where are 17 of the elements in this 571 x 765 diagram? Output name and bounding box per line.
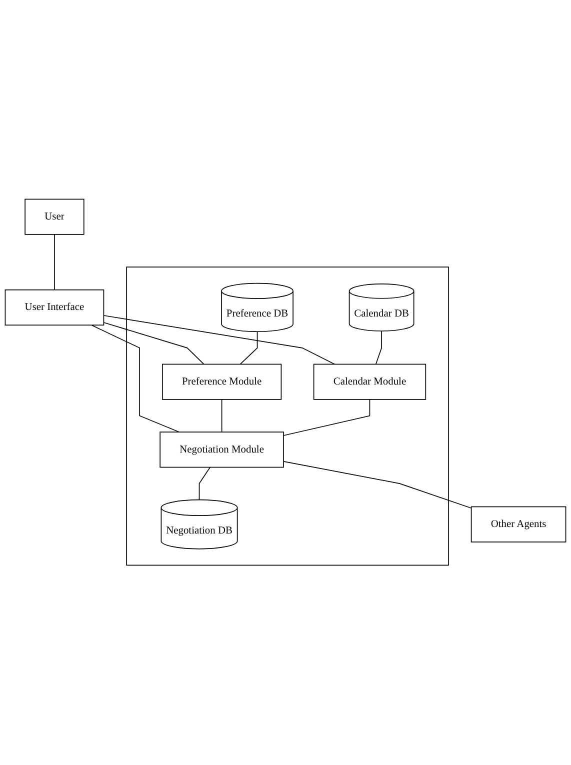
node-box: Negotiation Module	[160, 432, 284, 468]
connector	[240, 331, 258, 365]
connector	[103, 315, 336, 365]
node-box: User	[24, 199, 84, 236]
connector	[221, 399, 222, 433]
connector	[103, 322, 204, 365]
connector	[54, 234, 55, 291]
connector	[91, 324, 180, 433]
connector	[375, 330, 382, 365]
connector	[283, 461, 472, 509]
connector	[283, 399, 370, 436]
node-box: User Interface	[4, 290, 104, 326]
node-box: Preference Module	[162, 364, 282, 400]
node-box: Other Agents	[470, 506, 566, 543]
cluster	[126, 266, 449, 566]
connector	[198, 467, 211, 501]
node-box: Calendar Module	[313, 364, 426, 400]
